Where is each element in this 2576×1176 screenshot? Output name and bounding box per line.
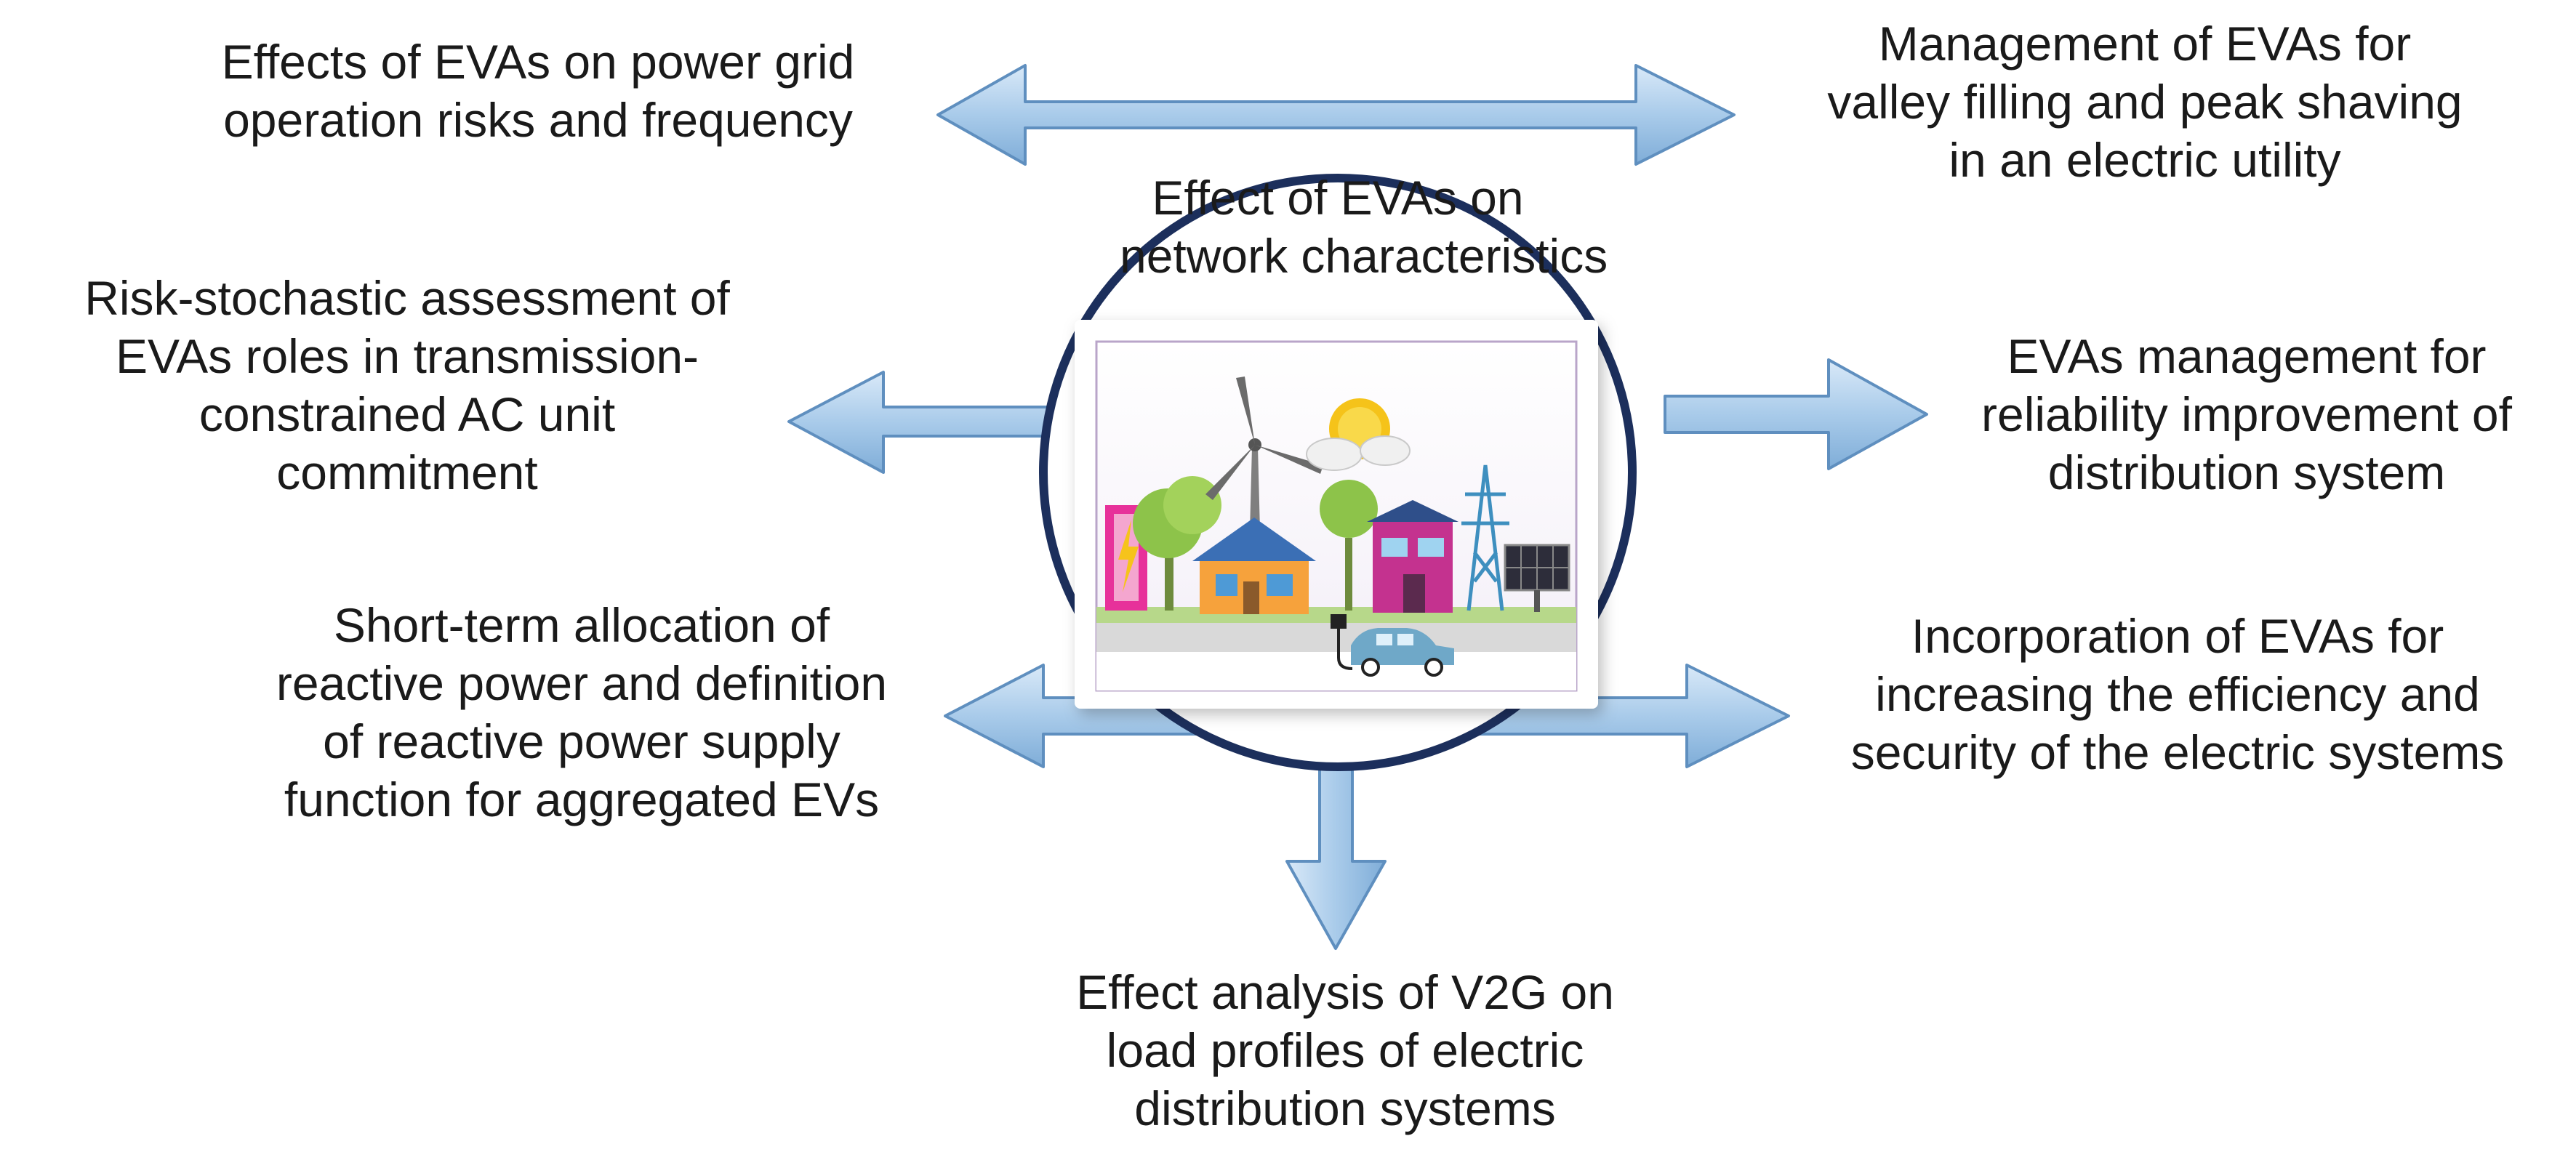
arrow-down <box>1285 747 1387 950</box>
topic-top-right: Management of EVAs for valley filling an… <box>1827 17 2463 187</box>
topic-bottom: Effect analysis of V2G on load profiles … <box>1076 965 1614 1135</box>
tree-icon <box>1133 476 1378 611</box>
arrow-top-horizontal <box>936 64 1736 166</box>
topic-middle-right: EVAs management for reliability improvem… <box>1981 329 2512 499</box>
cloud-icon <box>1306 435 1411 471</box>
solar-panel-icon <box>1504 544 1570 612</box>
plug-icon <box>1331 614 1353 670</box>
topic-lower-left: Short-term allocation of reactive power … <box>276 598 888 826</box>
ev-car-icon <box>1351 628 1454 677</box>
arrow-left-middle <box>787 371 1070 474</box>
topic-lower-right: Incorporation of EVAs for increasing the… <box>1850 609 2505 779</box>
center-title: Effect of EVAs on network characteristic… <box>1120 171 1608 283</box>
house-icon <box>1367 500 1458 613</box>
energy-illustration <box>1075 320 1598 709</box>
topic-top-left: Effects of EVAs on power grid operation … <box>221 35 855 147</box>
house-icon <box>1192 517 1316 614</box>
topic-middle-left: Risk-stochastic assessment of EVAs roles… <box>84 271 730 499</box>
transmission-tower-icon <box>1461 464 1509 611</box>
arrow-right-middle <box>1664 358 1928 470</box>
